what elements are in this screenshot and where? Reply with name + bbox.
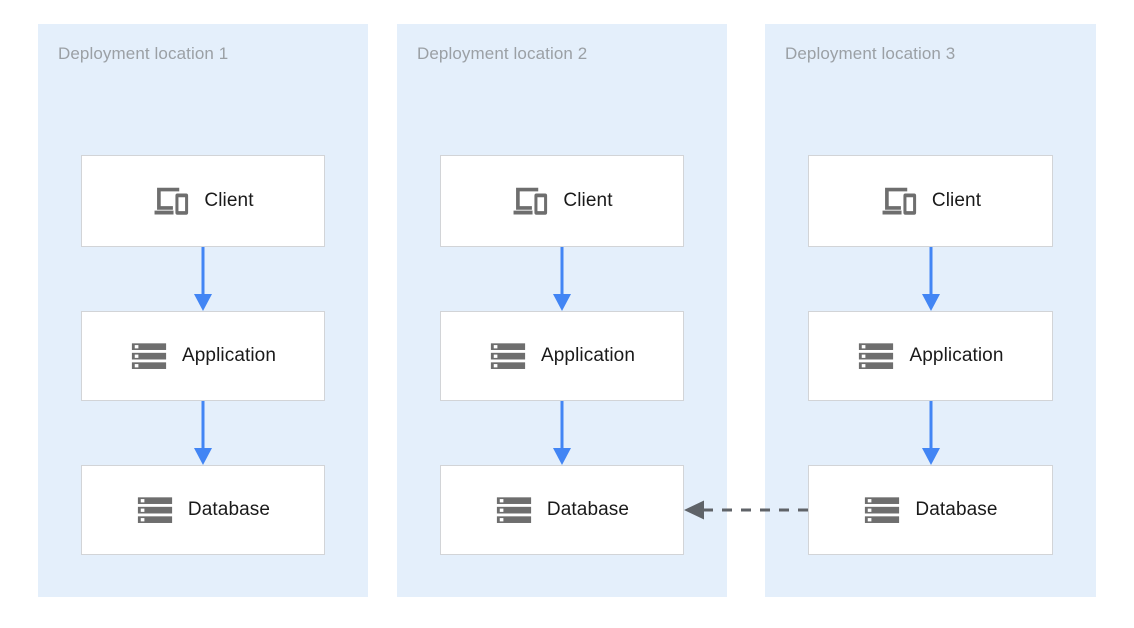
node-application-2[interactable]: Application <box>440 311 684 401</box>
panel-title: Deployment location 2 <box>417 44 588 63</box>
node-content: Client <box>152 182 253 220</box>
node-database-1[interactable]: Database <box>81 465 325 555</box>
connector-application-3-to-database-3 <box>921 401 940 465</box>
panel-title: Deployment location 3 <box>785 44 956 63</box>
devices-icon <box>154 187 189 215</box>
connector-client-2-to-application-2 <box>553 247 571 311</box>
node-content: Database <box>495 491 629 529</box>
connector-client-1-to-application-1 <box>194 247 212 311</box>
node-label: Client <box>931 190 982 211</box>
node-label: Application <box>540 345 636 366</box>
node-client-1[interactable]: Client <box>81 155 325 247</box>
node-client-3[interactable]: Client <box>808 155 1053 247</box>
server-icon <box>137 497 173 523</box>
panel-title: Deployment location 1 <box>58 44 229 63</box>
server-icon <box>136 491 174 529</box>
node-label: Database <box>915 499 998 520</box>
server-icon <box>490 343 526 369</box>
connector-client-3-to-application-3 <box>921 247 940 311</box>
node-application-1[interactable]: Application <box>81 311 325 401</box>
server-icon <box>865 497 900 523</box>
server-icon <box>131 343 167 369</box>
node-content: Application <box>130 337 276 375</box>
server-icon <box>495 491 533 529</box>
server-icon <box>857 337 895 375</box>
node-label: Client <box>563 190 613 211</box>
node-content: Application <box>489 337 635 375</box>
devices-icon <box>882 187 917 215</box>
node-label: Client <box>204 190 254 211</box>
server-icon <box>863 491 901 529</box>
node-content: Client <box>511 182 612 220</box>
server-icon <box>496 497 532 523</box>
node-content: Application <box>857 337 1003 375</box>
devices-icon <box>152 182 190 220</box>
devices-icon <box>513 187 548 215</box>
node-label: Application <box>181 345 277 366</box>
node-content: Database <box>136 491 270 529</box>
node-label: Application <box>909 345 1004 366</box>
server-icon <box>130 337 168 375</box>
node-database-3[interactable]: Database <box>808 465 1053 555</box>
node-content: Database <box>863 491 997 529</box>
connector-db3-to-db2-replication <box>684 500 808 520</box>
node-database-2[interactable]: Database <box>440 465 684 555</box>
node-application-3[interactable]: Application <box>808 311 1053 401</box>
devices-icon <box>880 182 918 220</box>
connector-application-1-to-database-1 <box>194 401 212 465</box>
server-icon <box>489 337 527 375</box>
node-client-2[interactable]: Client <box>440 155 684 247</box>
connector-application-2-to-database-2 <box>553 401 571 465</box>
devices-icon <box>511 182 549 220</box>
node-label: Database <box>546 499 630 520</box>
server-icon <box>859 343 894 369</box>
node-label: Database <box>187 499 271 520</box>
node-content: Client <box>880 182 981 220</box>
